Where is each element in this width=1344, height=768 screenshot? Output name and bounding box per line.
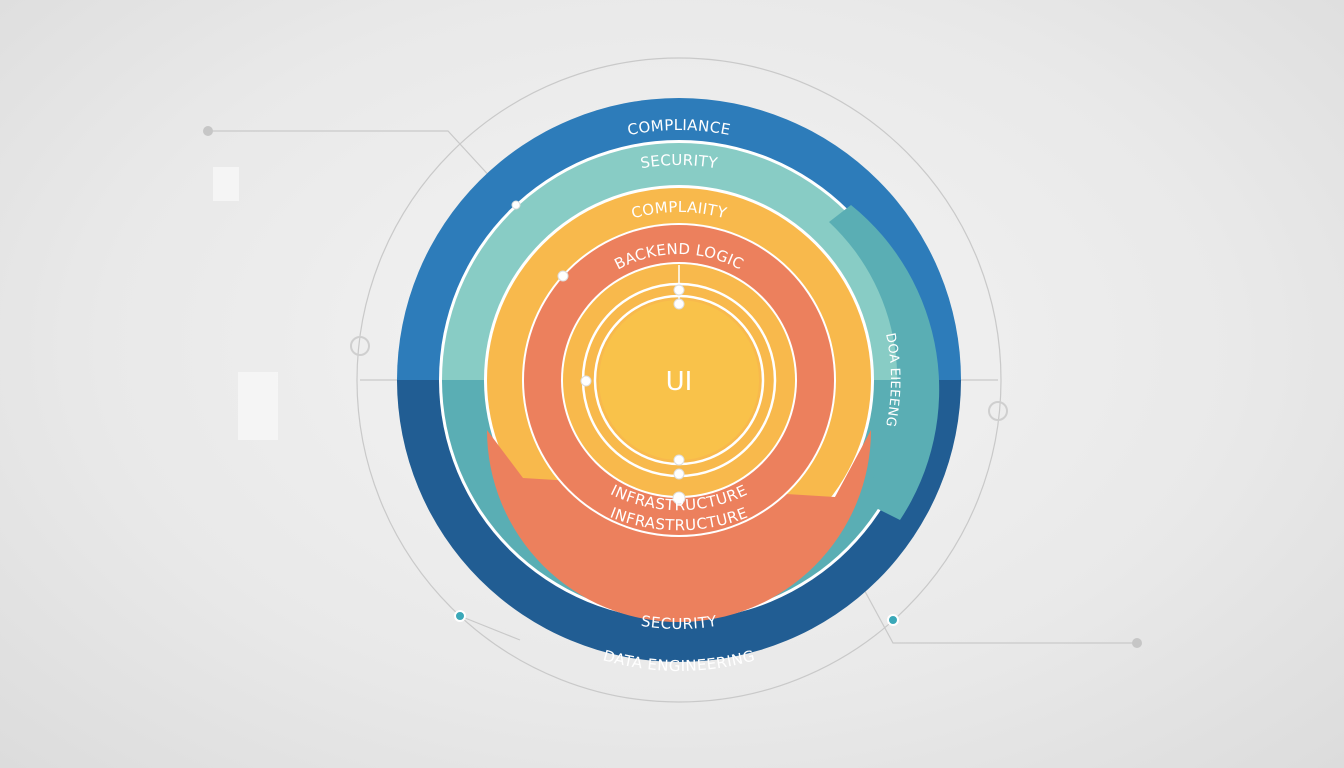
connector-dot [203, 126, 213, 136]
label-compliance: COMPLIANCE [626, 116, 732, 139]
connector-dot [1132, 638, 1142, 648]
faded-block [213, 167, 239, 201]
label-data-engineering-side: DOA EIEEENG [882, 332, 902, 428]
connector-dot [454, 610, 466, 622]
connector-node [988, 401, 1008, 421]
connector-dot [887, 614, 899, 626]
label-security-bottom: SECURITY [640, 612, 719, 633]
node-dots [511, 200, 686, 505]
label-ui: UI [666, 367, 693, 397]
faded-block [238, 372, 278, 440]
connector-node [350, 336, 370, 356]
label-security-top: SECURITY [639, 151, 719, 172]
core-ui [599, 300, 759, 460]
